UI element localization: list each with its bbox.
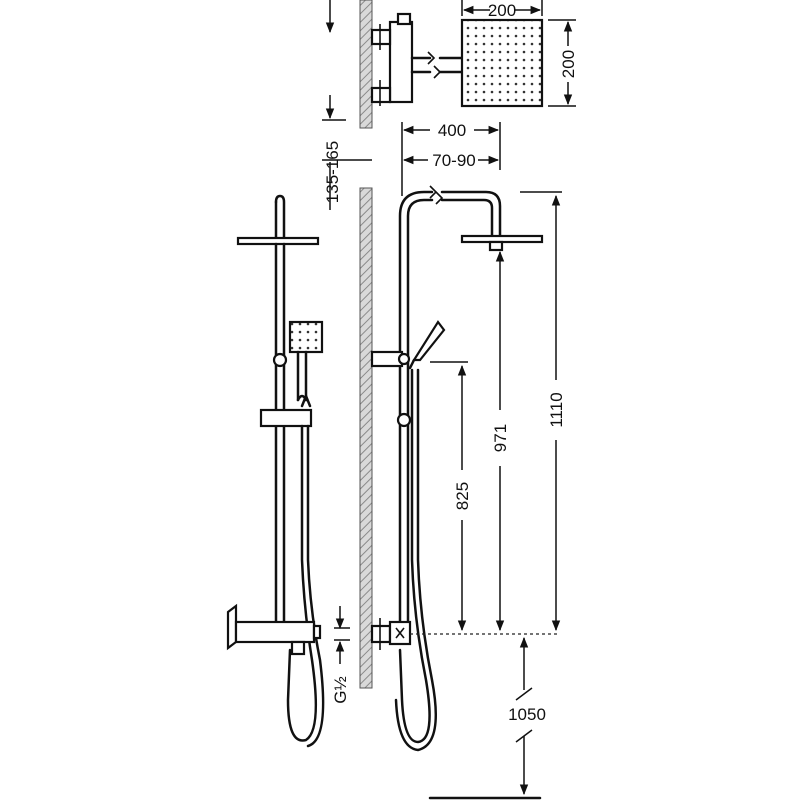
column-clamp-side <box>396 412 412 428</box>
head-width-label: 200 <box>488 1 516 20</box>
side-view <box>359 185 544 752</box>
head-height-label: 971 <box>491 424 510 452</box>
wall-side <box>359 187 373 689</box>
mixer-body-top <box>388 20 414 104</box>
column-height-label: 1110 <box>547 392 566 427</box>
slider-holder-front <box>259 408 313 428</box>
mixer-body-side <box>370 624 392 644</box>
mixer-lever-front <box>226 603 238 651</box>
square-rain-head <box>460 18 544 108</box>
wall-offset-dimension: 135-165 <box>322 95 372 210</box>
inlet-dimensions: G½ <box>331 606 350 704</box>
wall-top <box>359 0 373 129</box>
arm-dimensions: 400 70-90 <box>401 121 501 196</box>
inlet-thread-label: G½ <box>331 676 350 703</box>
holder-height-label: 825 <box>453 482 472 510</box>
height-dimensions: 1110 971 825 1050 <box>428 191 566 800</box>
mixer-height-label: 1050 <box>508 705 546 724</box>
arm-length-label: 400 <box>438 121 466 140</box>
column-clamp-front <box>272 352 288 368</box>
front-view <box>226 194 325 748</box>
mixer-body-front <box>234 620 316 644</box>
arm-clearance-label: 70-90 <box>432 151 475 170</box>
rain-head-front <box>236 236 320 246</box>
top-detail: 200 200 <box>325 0 578 129</box>
wall-offset-label: 135-165 <box>323 141 342 203</box>
hand-shower-front <box>288 320 324 354</box>
hand-shower-side <box>412 320 446 362</box>
head-depth-label: 200 <box>559 50 578 78</box>
wall-bracket-side <box>370 350 404 368</box>
